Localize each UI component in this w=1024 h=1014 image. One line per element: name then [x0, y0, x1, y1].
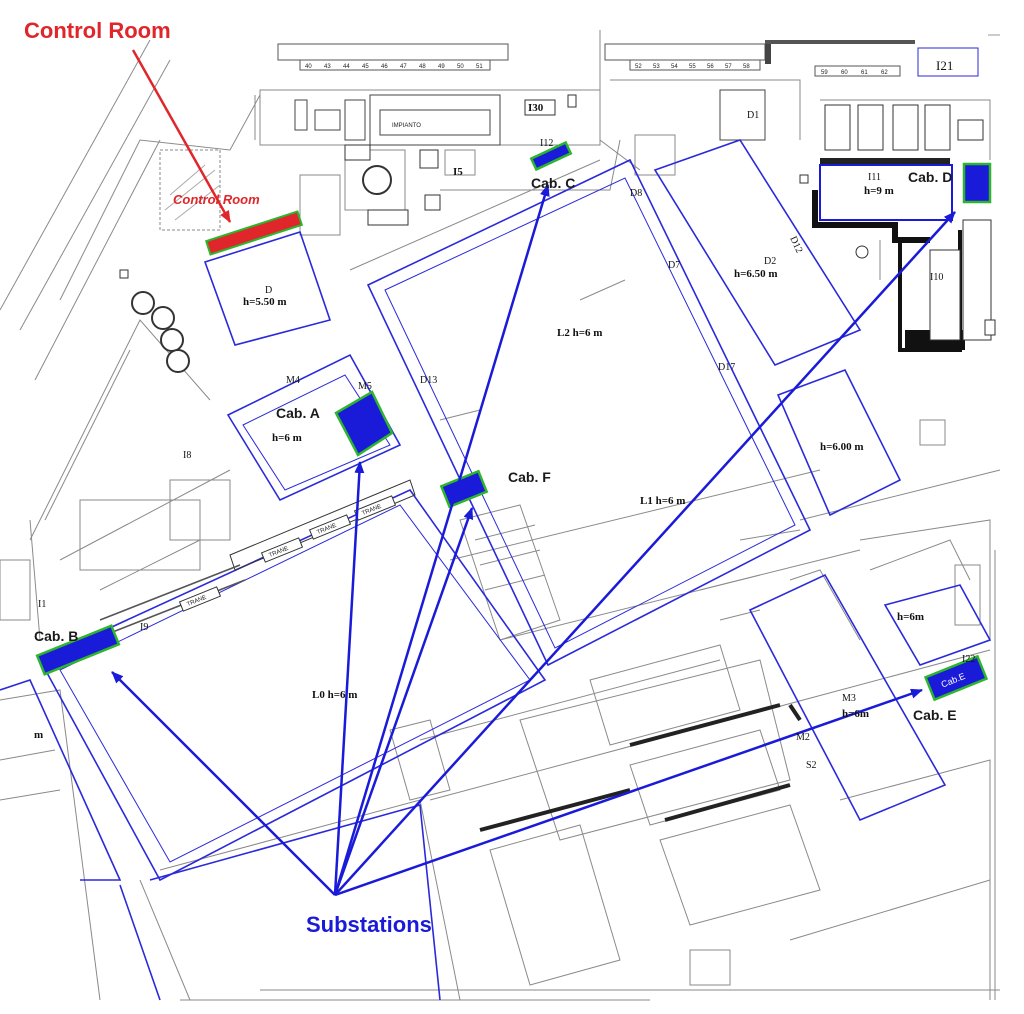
cabin-a[interactable] — [334, 390, 394, 457]
building-i21 — [917, 47, 979, 77]
label-d-height: h=5.50 m — [243, 296, 287, 308]
label-s2: S2 — [806, 760, 817, 771]
label-i10: I10 — [930, 272, 943, 283]
label-i12: I12 — [540, 138, 553, 149]
label-d7: D7 — [668, 260, 680, 271]
trane-units: TRANE TRANE TRANE TRANE — [178, 495, 397, 612]
label-l2: L2 h=6 m — [557, 327, 602, 339]
label-i11: I11 — [868, 172, 881, 183]
label-m-left: m — [34, 729, 43, 741]
label-d2-height: h=6.50 m — [734, 268, 778, 280]
parking-slot-left-9: 51 — [476, 64, 483, 70]
cabin-c-label: Cab. C — [531, 175, 575, 191]
parking-strip-left — [277, 43, 509, 71]
control-room-arrow — [131, 49, 232, 223]
cabin-e-label: Cab. E — [913, 707, 957, 723]
cabin-e[interactable] — [923, 654, 989, 702]
parking-slot-right-6: 58 — [743, 64, 750, 70]
tanks — [131, 291, 190, 373]
site-linework — [0, 30, 1001, 1001]
parking-slot-far-0: 59 — [821, 70, 828, 76]
label-l1: L1 h=6 m — [640, 495, 685, 507]
parking-slot-right-3: 55 — [689, 64, 696, 70]
label-d8: D8 — [630, 188, 642, 199]
control-room-title: Control Room — [24, 18, 171, 43]
parking-slot-right-1: 53 — [653, 64, 660, 70]
parking-slot-left-2: 44 — [343, 64, 350, 70]
label-i30: I30 — [528, 102, 544, 114]
label-a-height: h=6 m — [272, 432, 302, 444]
label-h600: h=6.00 m — [820, 441, 864, 453]
parking-slot-left-7: 49 — [438, 64, 445, 70]
parking-slot-left-0: 40 — [305, 64, 312, 70]
label-i1: I1 — [38, 599, 46, 610]
label-m3: M3 — [842, 693, 856, 704]
substations — [35, 140, 992, 702]
cabin-c[interactable] — [529, 140, 573, 172]
parking-strip-right — [604, 43, 901, 77]
parking-slot-left-4: 46 — [381, 64, 388, 70]
building-labels: D h=5.50 m h=6 m L2 h=6 m L1 h=6 m L0 h=… — [34, 58, 975, 771]
label-i11-height: h=9 m — [864, 185, 894, 197]
cabin-f[interactable] — [439, 469, 489, 509]
parking-slot-right-2: 54 — [671, 64, 678, 70]
label-m2: M2 — [796, 732, 810, 743]
parking-slot-right-4: 56 — [707, 64, 714, 70]
label-m4: M4 — [286, 375, 300, 386]
cabin-b-label: Cab. B — [34, 628, 78, 644]
label-l0: L0 h=6 m — [312, 689, 357, 701]
cabin-b[interactable] — [35, 624, 121, 676]
label-m3-height: h=6m — [842, 708, 869, 720]
parking-slot-far-2: 61 — [861, 70, 868, 76]
label-d17: D17 — [718, 362, 735, 373]
substation-arrows — [111, 184, 956, 897]
label-d1: D1 — [747, 110, 759, 121]
parking-slot-left-1: 43 — [324, 64, 331, 70]
parking-slot-far-3: 62 — [881, 70, 888, 76]
label-h6m: h=6m — [897, 611, 924, 623]
parking-slot-right-0: 52 — [635, 64, 642, 70]
cabin-f-label: Cab. F — [508, 469, 551, 485]
parking-slot-left-8: 50 — [457, 64, 464, 70]
label-i5: I5 — [453, 166, 463, 178]
i11-complex — [719, 89, 996, 352]
cabin-labels: Cab. A Cab. B Cab. C Cab. D Cab. E Cab. … — [34, 169, 957, 723]
label-d: D — [265, 285, 272, 296]
dark-roads — [479, 703, 802, 832]
label-d13: D13 — [420, 375, 437, 386]
parking-slot-right-5: 57 — [725, 64, 732, 70]
control-room-area — [119, 149, 221, 279]
label-i8: I8 — [183, 450, 191, 461]
parking-slot-far-1: 60 — [841, 70, 848, 76]
control-room-building[interactable] — [204, 210, 304, 256]
parking-slot-left-6: 48 — [419, 64, 426, 70]
label-d2: D2 — [764, 256, 776, 267]
label-impianto: IMPIANTO — [392, 123, 421, 129]
cabin-d[interactable] — [962, 162, 992, 204]
label-m5: M5 — [358, 381, 372, 392]
parking-slot-left-5: 47 — [400, 64, 407, 70]
label-i9: I9 — [140, 622, 148, 633]
substations-title: Substations — [306, 912, 432, 937]
cabin-a-label: Cab. A — [276, 405, 320, 421]
label-i21: I21 — [936, 58, 953, 73]
impianto-block — [294, 94, 577, 226]
control-room-map-label: Control Room — [173, 192, 260, 207]
cabin-d-label: Cab. D — [908, 169, 952, 185]
label-i22: I22 — [962, 654, 975, 665]
parking-slot-left-3: 45 — [362, 64, 369, 70]
